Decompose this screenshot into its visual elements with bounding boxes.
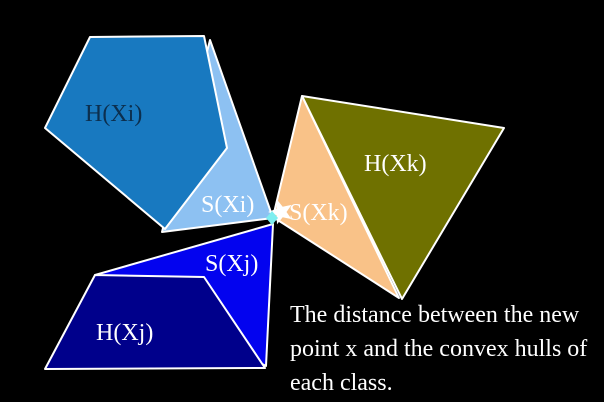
star-icon [268,199,292,225]
hull-hxk-polygon [301,95,505,300]
hxj-label: H(Xj) [96,320,153,346]
caption: The distance between the new point x and… [290,302,587,396]
caption-line-3: each class. [290,370,393,396]
hull-sxk-polygon [272,95,400,299]
hull-hxj-polygon [44,274,266,370]
hxk-label: H(Xk) [364,151,427,177]
caption-line-1: The distance between the new [290,302,580,328]
sxj-label: S(Xj) [205,251,258,277]
new-point-x-marker [266,199,292,225]
caption-line-2: point x and the convex hulls of [290,336,587,362]
star-center-dot [266,211,278,225]
hxi-label: H(Xi) [85,101,142,127]
sxk-label: S(Xk) [289,200,348,226]
hull-hxi-polygon [44,35,228,230]
sxi-label: S(Xi) [201,192,254,218]
